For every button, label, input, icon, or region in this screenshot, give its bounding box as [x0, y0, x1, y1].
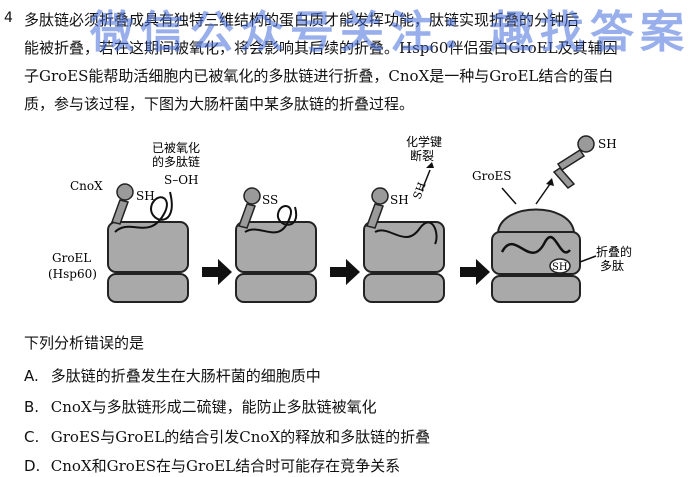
groel-bottom-3: [363, 273, 445, 303]
label-sh-3: SH: [390, 193, 409, 207]
label-sh-top: SH: [598, 137, 617, 151]
polypeptide-1: [114, 191, 173, 233]
cnox-arm-4b: [552, 167, 576, 189]
label-sh-inner: SH: [552, 262, 568, 273]
cnox-arm-3: [366, 203, 384, 229]
groel-bottom-1: [107, 273, 189, 303]
label-groel-line-1: GroEL: [52, 251, 91, 265]
option-b-letter: B.: [24, 398, 40, 416]
cnox-head-1: [116, 183, 134, 201]
option-a-text: 多肽链的折叠发生在大肠杆菌的细胞质中: [50, 367, 321, 385]
stem-line-4: 质，参与该过程，下图为大肠杆菌中某多肽链的折叠过程。: [24, 95, 415, 113]
groel-bottom-4: [491, 275, 581, 303]
polypeptide-3: [374, 221, 438, 245]
stage-3: SH SH 化学键 断裂: [363, 134, 445, 303]
option-b-text: CnoX与多肽链形成二硫键，能防止多肽链被氧化: [50, 398, 377, 416]
folded-polypeptide: [500, 235, 571, 254]
arrow-1: [202, 259, 232, 285]
option-c-text: GroES与GroEL的结合引发CnoX的释放和多肽链的折叠: [50, 428, 431, 446]
stem-line-3: 子GroES能帮助活细胞内已被氧化的多肽链进行折叠，CnoX是一种与GroEL结…: [24, 67, 614, 85]
bond-break-arrow: [421, 169, 431, 191]
stage-1: CnoX SH 已被氧化 的多肽链 S–OH GroEL (Hsp60): [48, 141, 200, 303]
option-a[interactable]: A. 多肽链的折叠发生在大肠杆菌的细胞质中: [24, 365, 321, 386]
label-groes: GroES: [472, 169, 512, 183]
stage-2: SS: [235, 187, 317, 303]
groel-top-3: [363, 221, 445, 273]
cnox-head-2: [243, 187, 261, 205]
label-folded-line-2: 多肽: [600, 258, 624, 273]
groel-bottom-2: [235, 273, 317, 303]
polypeptide-2: [244, 205, 298, 234]
label-bond-break-line-1: 化学键: [406, 134, 442, 149]
label-oxidized-line-2: 的多肽链: [152, 154, 200, 169]
folding-diagram-svg: CnoX SH 已被氧化 的多肽链 S–OH GroEL (Hsp60) SS: [48, 134, 632, 303]
question-prompt: 下列分析错误的是: [24, 334, 145, 352]
cnox-head-4: [577, 135, 595, 153]
cnox-arm-2: [238, 203, 256, 229]
label-cnox: CnoX: [70, 179, 103, 193]
label-folded-line-1: 折叠的: [596, 244, 632, 259]
folding-diagram: CnoX SH 已被氧化 的多肽链 S–OH GroEL (Hsp60) SS: [40, 132, 680, 322]
folded-pointer: [579, 255, 597, 263]
groes-cap: [496, 208, 576, 233]
label-bond-break-line-2: 断裂: [410, 148, 434, 163]
bond-break-arrowhead: [426, 162, 434, 168]
groes-pointer: [501, 187, 517, 205]
release-arrowhead: [546, 178, 554, 186]
cnox-head-3: [371, 187, 389, 205]
option-c[interactable]: C. GroES与GroEL的结合引发CnoX的释放和多肽链的折叠: [24, 426, 430, 447]
option-d-text: CnoX和GroES在与GroEL结合时可能存在竞争关系: [50, 457, 401, 475]
question-stem: 多肽链必须折叠成具有独特三维结构的蛋白质才能发挥功能，肽链实现折叠的分钟后 能被…: [24, 6, 696, 118]
groel-top-1: [107, 221, 189, 273]
arrow-3: [460, 259, 490, 285]
cnox-arm-4: [556, 148, 586, 172]
option-a-letter: A.: [24, 367, 39, 385]
release-arrow: [535, 183, 551, 205]
label-sh-1: SH: [136, 189, 155, 203]
label-sh-rotated: SH: [411, 180, 429, 201]
inner-sh-bubble: [549, 258, 571, 274]
stem-line-2: 能被折叠，若在这期间被氧化，将会影响其后续的折叠。Hsp60伴侣蛋白GroEL及…: [24, 39, 618, 57]
groel-top-2: [235, 221, 317, 273]
label-ss: SS: [262, 193, 278, 207]
option-d-letter: D.: [24, 457, 41, 475]
question-number: 4: [4, 10, 13, 26]
stage-4: SH GroES SH 折叠的 多肽: [472, 135, 632, 303]
stem-line-1: 多肽链必须折叠成具有独特三维结构的蛋白质才能发挥功能，肽链实现折叠的分钟后: [24, 11, 580, 29]
option-c-letter: C.: [24, 428, 40, 446]
label-s-oh: S–OH: [164, 173, 199, 187]
label-oxidized-line-1: 已被氧化: [152, 141, 200, 155]
label-groel-line-2: (Hsp60): [48, 267, 97, 281]
option-d[interactable]: D. CnoX和GroES在与GroEL结合时可能存在竞争关系: [24, 455, 400, 476]
cnox-arm-1: [111, 199, 129, 225]
arrow-2: [330, 259, 360, 285]
option-b[interactable]: B. CnoX与多肽链形成二硫键，能防止多肽链被氧化: [24, 396, 377, 417]
